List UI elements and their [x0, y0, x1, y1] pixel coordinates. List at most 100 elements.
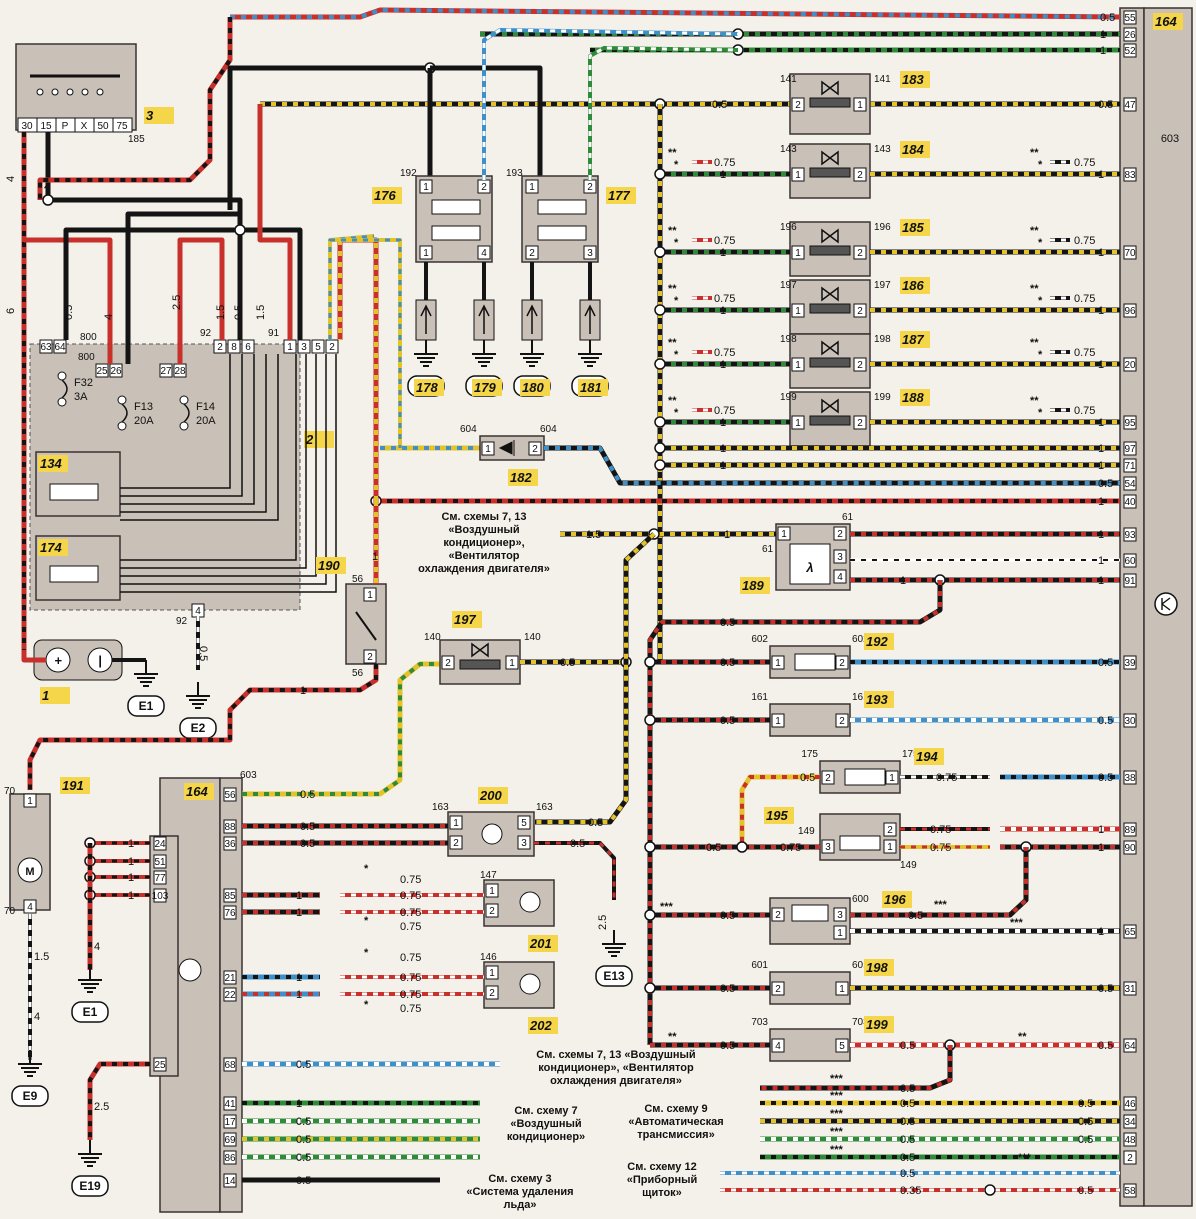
note-dash: щиток» — [642, 1187, 682, 1199]
pin-num: 193 — [506, 168, 523, 179]
wire-size: 1 — [720, 305, 726, 317]
pin-label: 1 — [489, 968, 495, 979]
wire-size: 0.5 — [900, 1168, 915, 1180]
pin-label: 103 — [152, 891, 169, 902]
ecu-right-pin — [1123, 97, 1137, 112]
ecu-right-pin — [1123, 476, 1137, 491]
marker: *** — [830, 1090, 844, 1102]
wire-size: 0.5 — [720, 1040, 735, 1052]
wire-size: 1 — [1098, 305, 1104, 317]
junction-dot — [654, 442, 666, 454]
valve-pin-num: 196 — [874, 222, 891, 233]
marker: *** — [830, 1108, 844, 1120]
marker: *** — [1010, 917, 1024, 929]
pin-label: 5 — [315, 342, 321, 353]
pin-num: 147 — [480, 870, 497, 881]
ecu-right-pin — [1123, 840, 1137, 855]
valve-tag-184: 184 — [902, 142, 924, 157]
wire-size: 1 — [1098, 496, 1104, 508]
pin-num: 601 — [852, 960, 869, 971]
pin — [485, 883, 499, 898]
wire-size: 0.5 — [570, 838, 585, 850]
marker: ** — [1030, 337, 1039, 349]
ign-number: 185 — [128, 134, 145, 145]
pin-num: 70 — [4, 906, 16, 917]
ecu-164-tag: 164 — [1155, 14, 1177, 29]
motor-m: M — [25, 866, 34, 878]
pin-label: 1 — [775, 716, 781, 727]
wire-size: 4 — [103, 314, 115, 320]
pin-label: 17 — [224, 1117, 236, 1128]
internal-trace — [120, 354, 317, 577]
valve-pin-num: 198 — [874, 334, 891, 345]
pin — [505, 655, 519, 670]
fuse-rating: 3A — [74, 391, 88, 403]
w — [27, 664, 379, 790]
w — [125, 211, 240, 364]
relay-coil-icon — [431, 199, 481, 215]
component-tag-197: 197 — [454, 612, 476, 627]
pin-label: 71 — [1124, 461, 1136, 472]
wire-size: 1 — [1098, 529, 1104, 541]
pin-label: 25 — [96, 366, 108, 377]
component-tag-1: 1 — [42, 688, 49, 703]
pin-label: 56 — [224, 790, 236, 801]
note-ac_fan_top: «Вентилятор — [448, 550, 519, 562]
pin-label: 2 — [887, 825, 893, 836]
pin — [449, 815, 463, 830]
pin-label: 3 — [837, 552, 843, 563]
tag-bg — [900, 71, 930, 88]
tag-bg — [38, 539, 68, 556]
wire-size: 0.5 — [1098, 715, 1113, 727]
wire-size: 0.75 — [1074, 157, 1095, 169]
pin-label: 1 — [367, 590, 373, 601]
w — [482, 28, 739, 180]
tag-bg — [882, 891, 912, 908]
pin-label: 4 — [775, 1041, 781, 1052]
internal-trace — [120, 354, 255, 505]
pin — [485, 903, 499, 918]
pin-label: 24 — [154, 839, 166, 850]
switch-icon — [355, 611, 377, 641]
ecu-left-pin — [223, 888, 237, 903]
pin-num: 56 — [352, 668, 364, 679]
ign-pin-box — [112, 117, 133, 133]
pin-label: 2 — [1127, 1153, 1133, 1164]
w — [63, 227, 303, 340]
component-tag-195: 195 — [766, 808, 788, 823]
wire-size: 1 — [720, 417, 726, 429]
wire-size: 4 — [5, 176, 17, 182]
note-dash: «Приборный — [627, 1174, 698, 1186]
valve-pin-num: 199 — [874, 392, 891, 403]
pin-label: 90 — [1124, 843, 1136, 854]
wire-size: 1 — [720, 460, 726, 472]
ecu-extra-pin — [153, 854, 167, 869]
ecu-left-pin — [223, 836, 237, 851]
pin — [833, 549, 847, 564]
pin-label: 2 — [453, 838, 459, 849]
tag-bg — [900, 219, 930, 236]
component-tag-191: 191 — [62, 778, 84, 793]
wire-size: 0.5 — [720, 617, 735, 629]
junction-dot — [654, 246, 666, 258]
pin-label: 5 — [839, 1041, 845, 1052]
wire-size: 0.5 — [560, 657, 575, 669]
wire-size: 0.5 — [300, 789, 315, 801]
w — [850, 847, 1029, 918]
relay-coil-icon — [49, 483, 99, 501]
pin-label: 36 — [224, 839, 236, 850]
wire-size: 1 — [296, 989, 302, 1001]
w — [177, 237, 225, 364]
pin-label: 1 — [775, 658, 781, 669]
component-tag-200: 200 — [479, 788, 502, 803]
wire-size: 2.5 — [94, 1101, 109, 1113]
pin — [771, 907, 785, 922]
note-ac: См. схему 7 — [514, 1105, 577, 1117]
solenoid-valve-icon — [809, 150, 851, 178]
component-tag-180: 180 — [522, 380, 544, 395]
w — [87, 1061, 150, 1140]
pin-num: 602 — [852, 634, 869, 645]
diode-icon — [498, 440, 515, 456]
pin-label: 1 — [27, 796, 33, 807]
pin — [517, 835, 531, 850]
